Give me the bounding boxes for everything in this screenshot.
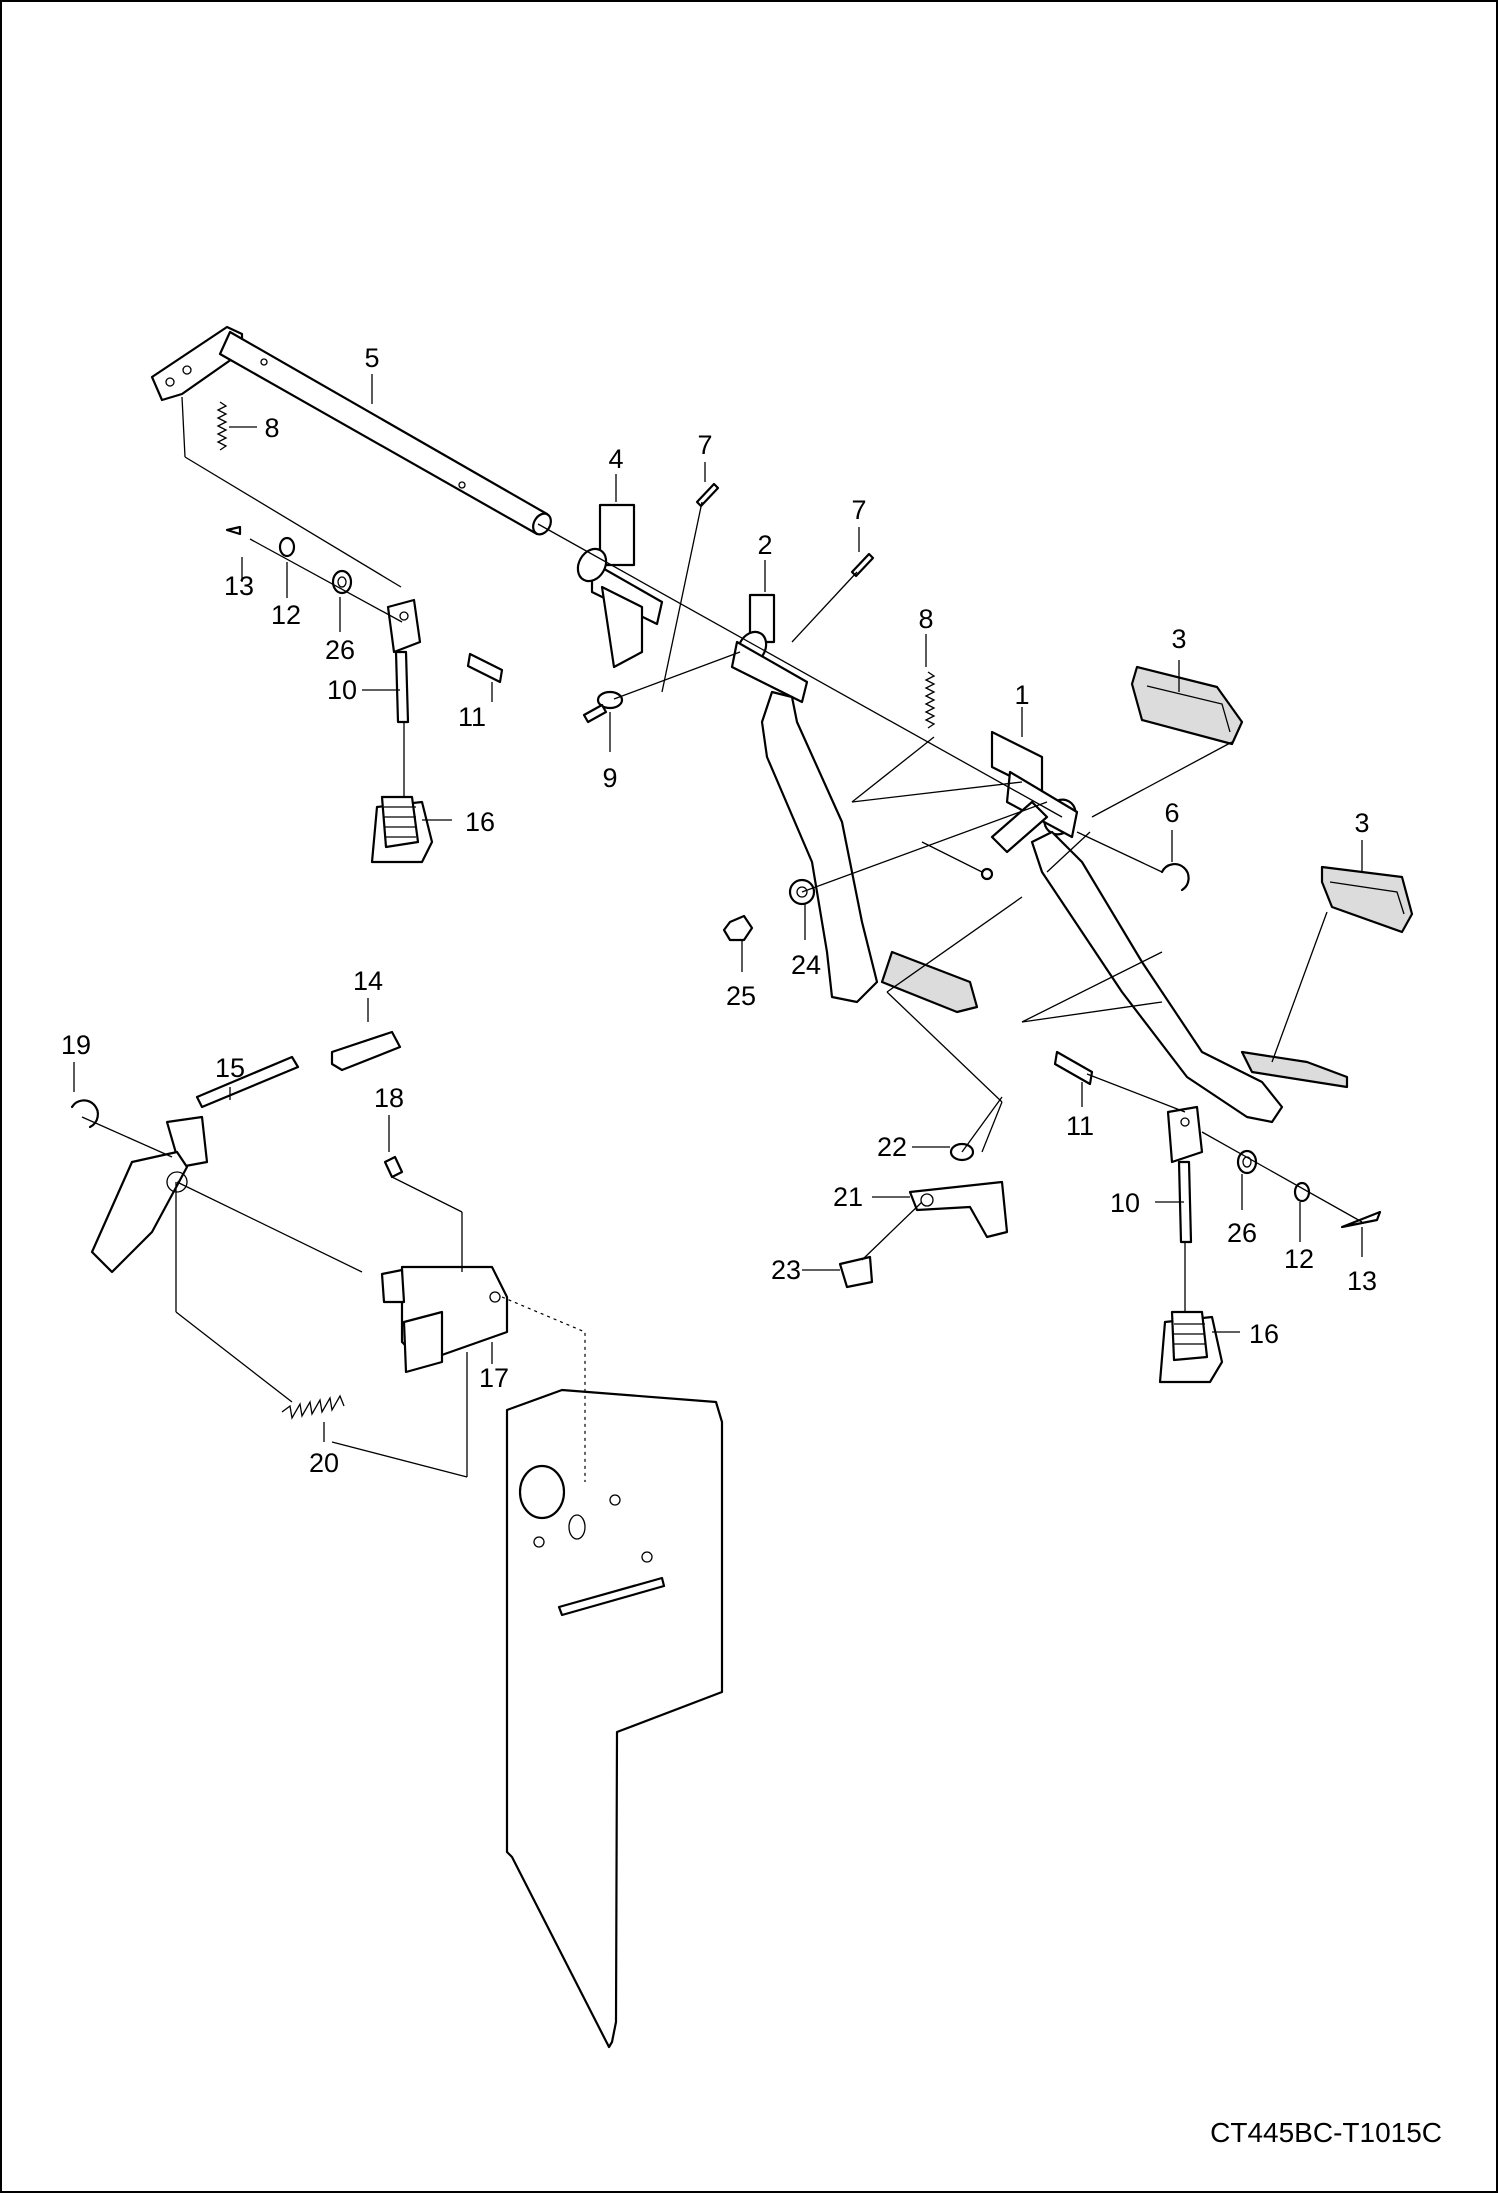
callout-10-left: 10	[327, 675, 357, 705]
adjust-bolt	[582, 690, 624, 724]
pedal-pad-upper	[1130, 665, 1244, 746]
callout-11-left: 11	[458, 702, 486, 732]
callout-9: 9	[602, 763, 617, 793]
return-spring-left	[216, 401, 228, 451]
assembly-lines	[81, 396, 1363, 1482]
callout-25: 25	[726, 981, 756, 1011]
callout-14: 14	[353, 966, 383, 996]
spring-pin-2	[850, 552, 875, 578]
brake-pedal-left	[730, 593, 979, 1014]
callout-16-right: 16	[1249, 1319, 1279, 1349]
callout-5: 5	[364, 343, 379, 373]
console-plate	[505, 1388, 724, 2049]
callout-24: 24	[791, 950, 821, 980]
callout-17: 17	[479, 1363, 509, 1393]
cross-shaft	[150, 325, 552, 536]
callout-21: 21	[833, 1182, 863, 1212]
callout-6: 6	[1164, 798, 1179, 828]
washer-nut-set	[722, 878, 816, 942]
callout-26-right: 26	[1227, 1218, 1257, 1248]
drawing-code: CT445BC-T1015C	[1210, 2117, 1442, 2148]
callout-leaders	[73, 374, 1363, 1442]
callout-3-lower: 3	[1354, 808, 1369, 838]
rod-assembly-right	[1053, 1050, 1382, 1384]
callout-1: 1	[1014, 680, 1029, 710]
callout-12-right: 12	[1284, 1244, 1314, 1274]
callout-labels: 1 2 3 3 4 5 6 7 7 8 8 9 10 10 11 11 12 1…	[61, 343, 1377, 1478]
callout-16-left: 16	[465, 807, 495, 837]
pedal-bracket-upper	[576, 503, 664, 669]
rod-assembly-left	[225, 525, 504, 864]
callout-2: 2	[757, 530, 772, 560]
callout-18: 18	[374, 1083, 404, 1113]
callout-8-left: 8	[264, 413, 279, 443]
snap-ring	[1160, 863, 1190, 892]
callout-10-right: 10	[1110, 1188, 1140, 1218]
callout-8-middle: 8	[918, 604, 933, 634]
callout-13-left: 13	[224, 571, 254, 601]
callout-12-left: 12	[271, 600, 301, 630]
lever-spring	[281, 1394, 345, 1420]
pedal-pad-lower	[1320, 865, 1414, 934]
callout-7-right: 7	[851, 495, 866, 525]
callout-4: 4	[608, 444, 623, 474]
lock-latch	[838, 1142, 1009, 1289]
callout-23: 23	[771, 1255, 801, 1285]
spring-pin-1	[695, 482, 720, 508]
parking-lever	[70, 1030, 402, 1274]
callout-26-left: 26	[325, 635, 355, 665]
callout-15: 15	[215, 1053, 245, 1083]
callout-19: 19	[61, 1030, 91, 1060]
switch-bracket	[380, 1155, 509, 1374]
return-spring-middle	[924, 671, 936, 729]
callout-7-left: 7	[697, 430, 712, 460]
callout-22: 22	[877, 1132, 907, 1162]
callout-20: 20	[309, 1448, 339, 1478]
callout-3-upper: 3	[1171, 624, 1186, 654]
callout-13-right: 13	[1347, 1266, 1377, 1296]
brake-pedal-right	[980, 730, 1349, 1124]
callout-11-right: 11	[1066, 1111, 1094, 1141]
